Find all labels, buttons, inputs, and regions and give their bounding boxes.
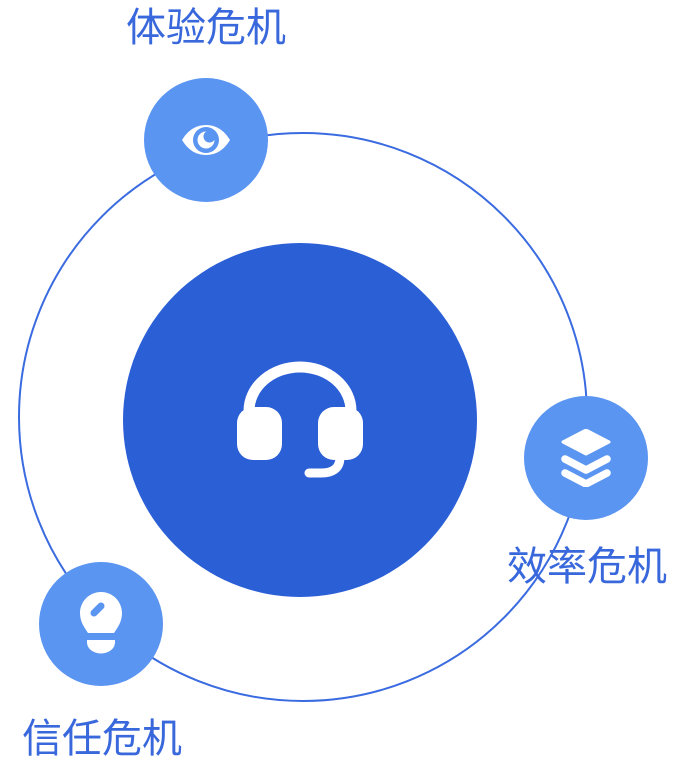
layers-icon: [561, 429, 611, 487]
bulb-icon: [80, 592, 122, 654]
headset-icon: [237, 361, 363, 478]
node-trust-crisis: [39, 562, 163, 686]
label-trust-crisis: 信任危机: [22, 717, 182, 761]
label-efficiency-crisis: 效率危机: [507, 545, 667, 589]
node-efficiency-crisis: [524, 396, 648, 520]
label-experience-crisis: 体验危机: [126, 6, 286, 50]
node-experience-crisis: [144, 78, 268, 202]
center-node-customer-service: [123, 243, 477, 597]
eye-icon: [182, 125, 230, 155]
